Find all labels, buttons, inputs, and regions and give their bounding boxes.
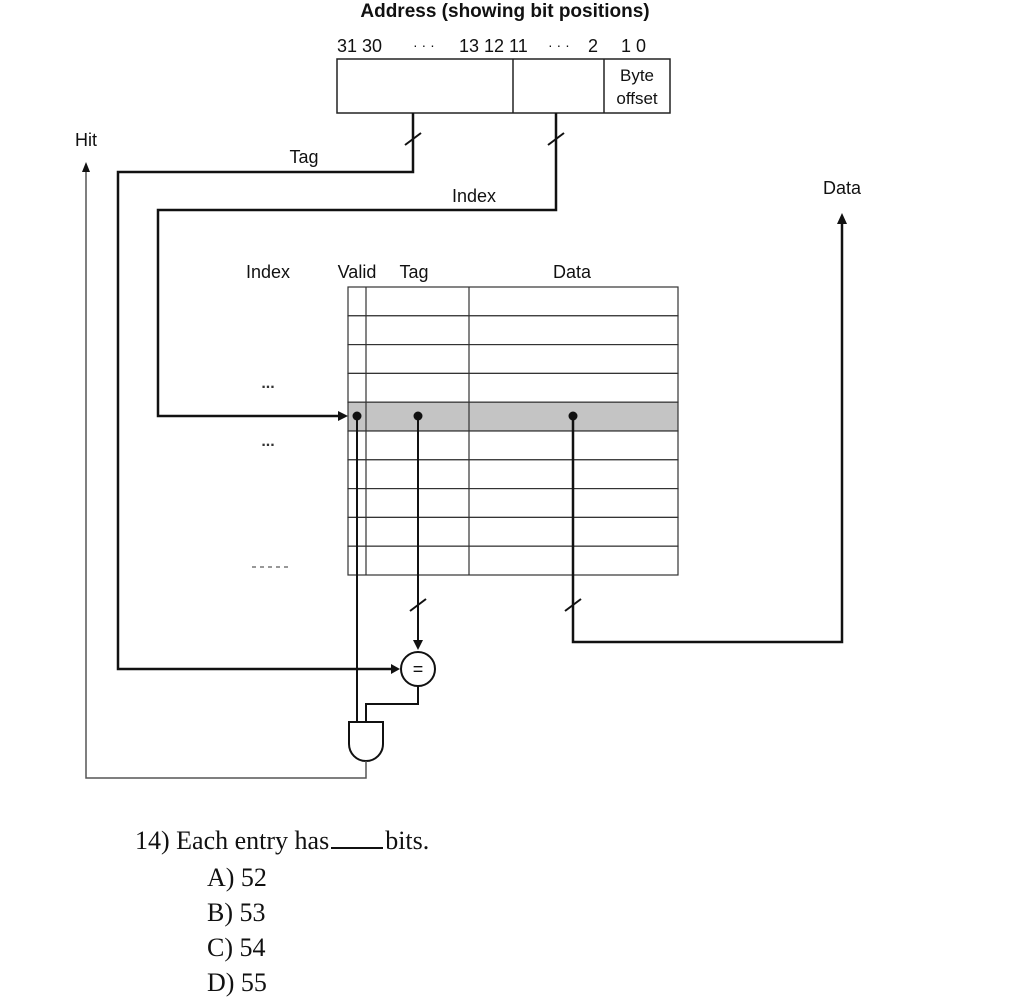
tag-wire bbox=[116, 113, 415, 671]
and-gate bbox=[348, 721, 384, 762]
cache-row bbox=[347, 372, 679, 403]
answer-blank bbox=[331, 827, 384, 849]
column-header-tag: Tag bbox=[399, 262, 428, 282]
data-out-label: Data bbox=[823, 178, 862, 198]
byte-offset-label-line2: offset bbox=[616, 89, 658, 108]
tag-wire-label: Tag bbox=[289, 147, 318, 167]
question-suffix: bits. bbox=[385, 826, 430, 855]
valid-tap-dot bbox=[352, 411, 362, 421]
answer-options: A) 52 B) 53 C) 54 D) 55 bbox=[207, 860, 429, 1000]
index-ellipsis-1: ... bbox=[261, 375, 274, 392]
hit-arrowhead bbox=[82, 162, 90, 172]
compare-result-wire bbox=[365, 686, 419, 722]
comparator-symbol: = bbox=[413, 659, 424, 679]
bit-label-13-12-11: 13 12 11 bbox=[459, 36, 528, 56]
cache-diagram: Address (showing bit positions) 31 30 · … bbox=[75, 1, 862, 779]
cache-row bbox=[347, 344, 679, 375]
tag-field-bus-mark bbox=[409, 598, 427, 612]
option-b[interactable]: B) 53 bbox=[207, 898, 266, 927]
cache-row bbox=[347, 459, 679, 490]
cache-table bbox=[347, 286, 679, 576]
index-bus-mark bbox=[547, 132, 565, 146]
tag-arrowhead bbox=[391, 664, 400, 674]
cache-row bbox=[347, 430, 679, 461]
data-arrowhead bbox=[837, 213, 847, 224]
byte-offset-label-line1: Byte bbox=[620, 66, 654, 85]
index-ellipsis-2: ... bbox=[261, 433, 274, 450]
option-c[interactable]: C) 54 bbox=[207, 933, 266, 962]
address-register bbox=[336, 58, 671, 114]
bit-dots-2: · · · bbox=[548, 37, 570, 53]
bit-label-31-30: 31 30 bbox=[337, 36, 382, 56]
data-bus-mark bbox=[564, 598, 582, 612]
cache-row bbox=[347, 545, 679, 576]
option-d[interactable]: D) 55 bbox=[207, 968, 267, 997]
cache-row bbox=[347, 488, 679, 519]
cache-row bbox=[347, 286, 679, 317]
option-a[interactable]: A) 52 bbox=[207, 863, 267, 892]
tag-field-arrowhead bbox=[413, 640, 423, 650]
question-prefix: 14) Each entry has bbox=[135, 826, 330, 855]
tag-tap-dot bbox=[413, 411, 423, 421]
question-text: 14) Each entry has bits. bbox=[135, 826, 429, 856]
hit-label: Hit bbox=[75, 130, 97, 150]
column-header-data: Data bbox=[553, 262, 592, 282]
column-header-index: Index bbox=[246, 262, 290, 282]
index-arrowhead bbox=[338, 411, 348, 421]
address-title: Address (showing bit positions) bbox=[360, 1, 649, 22]
index-wire-label: Index bbox=[452, 186, 496, 206]
data-tap-dot bbox=[568, 411, 578, 421]
column-header-valid: Valid bbox=[338, 262, 377, 282]
tag-bus-mark bbox=[404, 132, 422, 146]
index-wire bbox=[156, 113, 558, 418]
question-block: 14) Each entry has bits. A) 52 B) 53 C) 5… bbox=[135, 826, 429, 1000]
bit-label-2: 2 bbox=[588, 36, 598, 56]
bit-dots-1: · · · bbox=[413, 37, 435, 53]
data-wire bbox=[571, 222, 844, 644]
bit-label-1-0: 1 0 bbox=[621, 36, 646, 56]
cache-row-selected bbox=[347, 401, 679, 432]
cache-row bbox=[347, 315, 679, 346]
cache-row bbox=[347, 516, 679, 547]
hit-wire bbox=[85, 170, 367, 779]
